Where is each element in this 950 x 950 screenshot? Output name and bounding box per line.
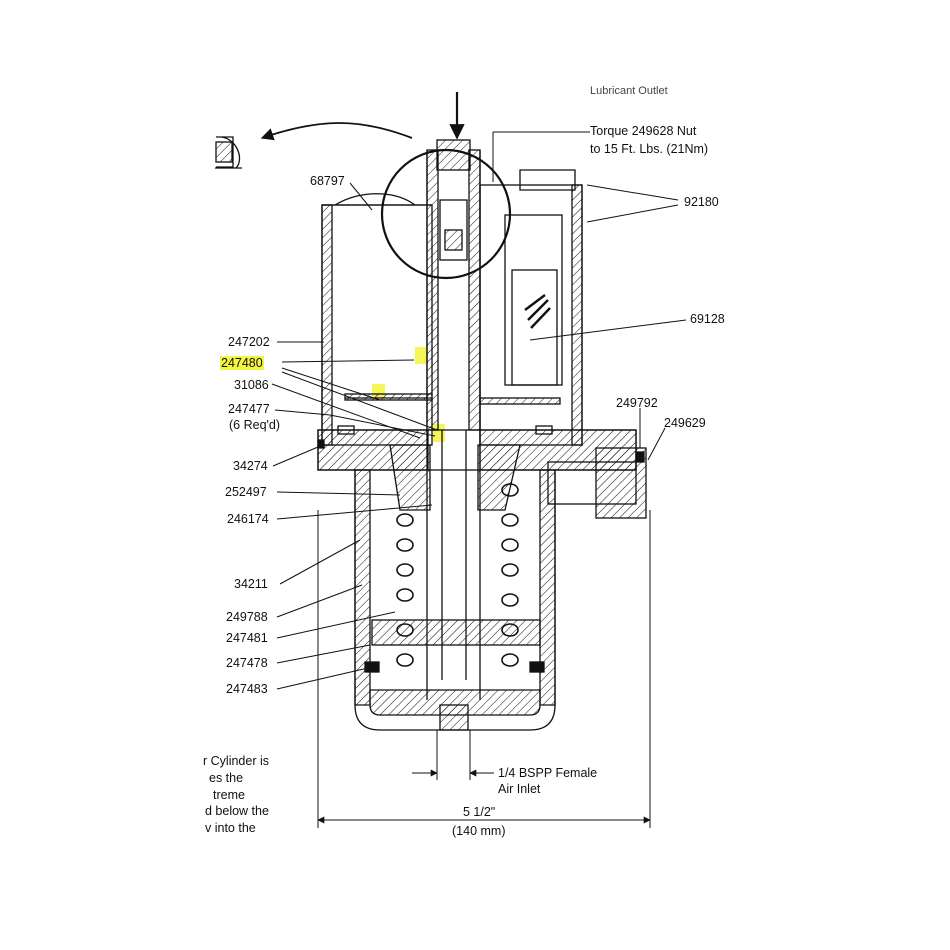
part-label-247480: 247480 bbox=[220, 356, 264, 370]
part-label-34211: 34211 bbox=[234, 577, 268, 591]
side-note-line5: v into the bbox=[205, 821, 256, 835]
part-label-249629: 249629 bbox=[664, 416, 706, 430]
part-label-252497: 252497 bbox=[225, 485, 267, 499]
part-label-247477: 247477 bbox=[228, 402, 270, 416]
part-label-31086: 31086 bbox=[234, 378, 269, 392]
part-label-34274: 34274 bbox=[233, 459, 268, 473]
spring bbox=[396, 483, 519, 667]
lower-cylinder bbox=[354, 469, 556, 731]
side-note-line4: d below the bbox=[205, 804, 269, 818]
torque-note-line2: to 15 Ft. Lbs. (21Nm) bbox=[590, 142, 709, 156]
part-label-249792: 249792 bbox=[616, 396, 658, 410]
inlet-note-line2: Air Inlet bbox=[498, 782, 541, 796]
outlet-flow-arrow bbox=[260, 122, 413, 141]
part-label-247478: 247478 bbox=[226, 656, 268, 670]
highlight-mark-upper bbox=[415, 347, 427, 364]
inlet-note-line1: 1/4 BSPP Female bbox=[498, 766, 598, 780]
dimension-lines bbox=[317, 510, 651, 828]
section-symbol bbox=[215, 136, 242, 169]
part-label-247202: 247202 bbox=[228, 335, 270, 349]
piston-rod bbox=[426, 139, 481, 700]
leader-lines bbox=[271, 131, 687, 690]
part-label-249788: 249788 bbox=[226, 610, 268, 624]
side-note-line1: r Cylinder is bbox=[203, 754, 269, 768]
outlet-label: Lubricant Outlet bbox=[590, 85, 668, 97]
side-note-line2: es the bbox=[209, 771, 244, 785]
part-label-247477-qty: (6 Req'd) bbox=[229, 418, 281, 432]
filter-housing bbox=[479, 169, 583, 446]
part-label-247483: 247483 bbox=[226, 682, 268, 696]
side-note-line3: treme bbox=[213, 788, 245, 802]
dimension-metric: (140 mm) bbox=[452, 824, 506, 838]
part-label-92180: 92180 bbox=[684, 195, 719, 209]
torque-note-line1: Torque 249628 Nut bbox=[590, 124, 697, 138]
dimension-imperial: 5 1/2" bbox=[463, 805, 496, 819]
part-label-246174: 246174 bbox=[227, 512, 269, 526]
part-label-69128: 69128 bbox=[690, 312, 725, 326]
part-label-247481: 247481 bbox=[226, 631, 268, 645]
part-label-68797: 68797 bbox=[310, 174, 345, 188]
piston-head bbox=[389, 444, 521, 511]
upper-reservoir bbox=[321, 193, 433, 446]
